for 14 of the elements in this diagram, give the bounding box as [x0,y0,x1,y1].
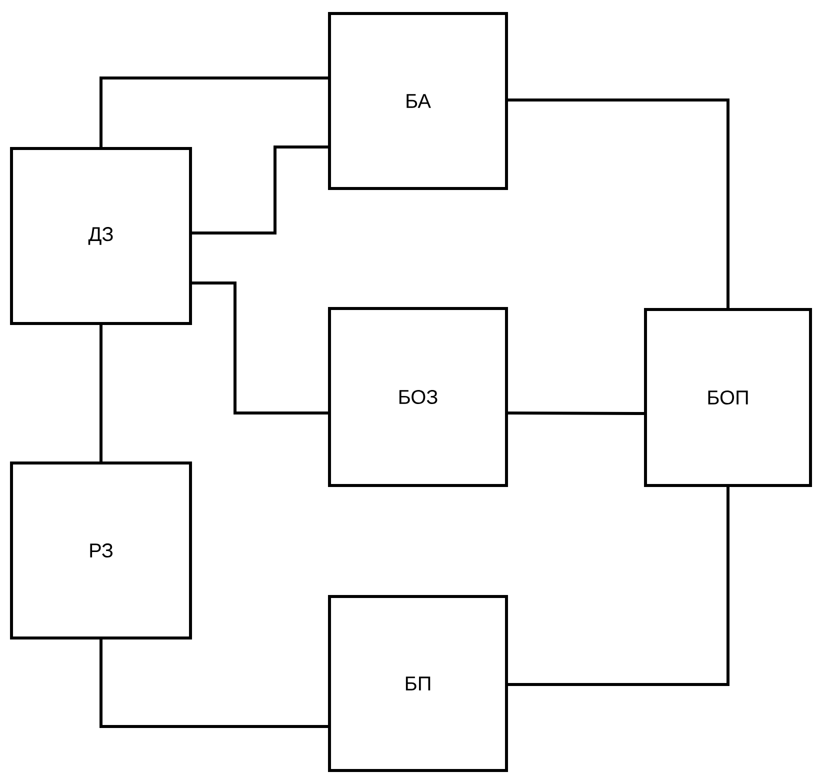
connector-line [192,281,328,414]
block-box: БОП [644,308,812,487]
connector-line [100,640,328,728]
block-box: БА [328,12,508,190]
connector-line [100,325,102,462]
block-box: РЗ [10,461,192,640]
connector-line [192,145,328,234]
block-box: БП [328,594,508,772]
connector-line [100,76,328,147]
block-box: БОЗ [328,306,508,487]
connector-line [508,98,730,308]
connector-line [508,487,730,686]
connector-line [508,411,644,415]
block-box: ДЗ [10,146,192,325]
